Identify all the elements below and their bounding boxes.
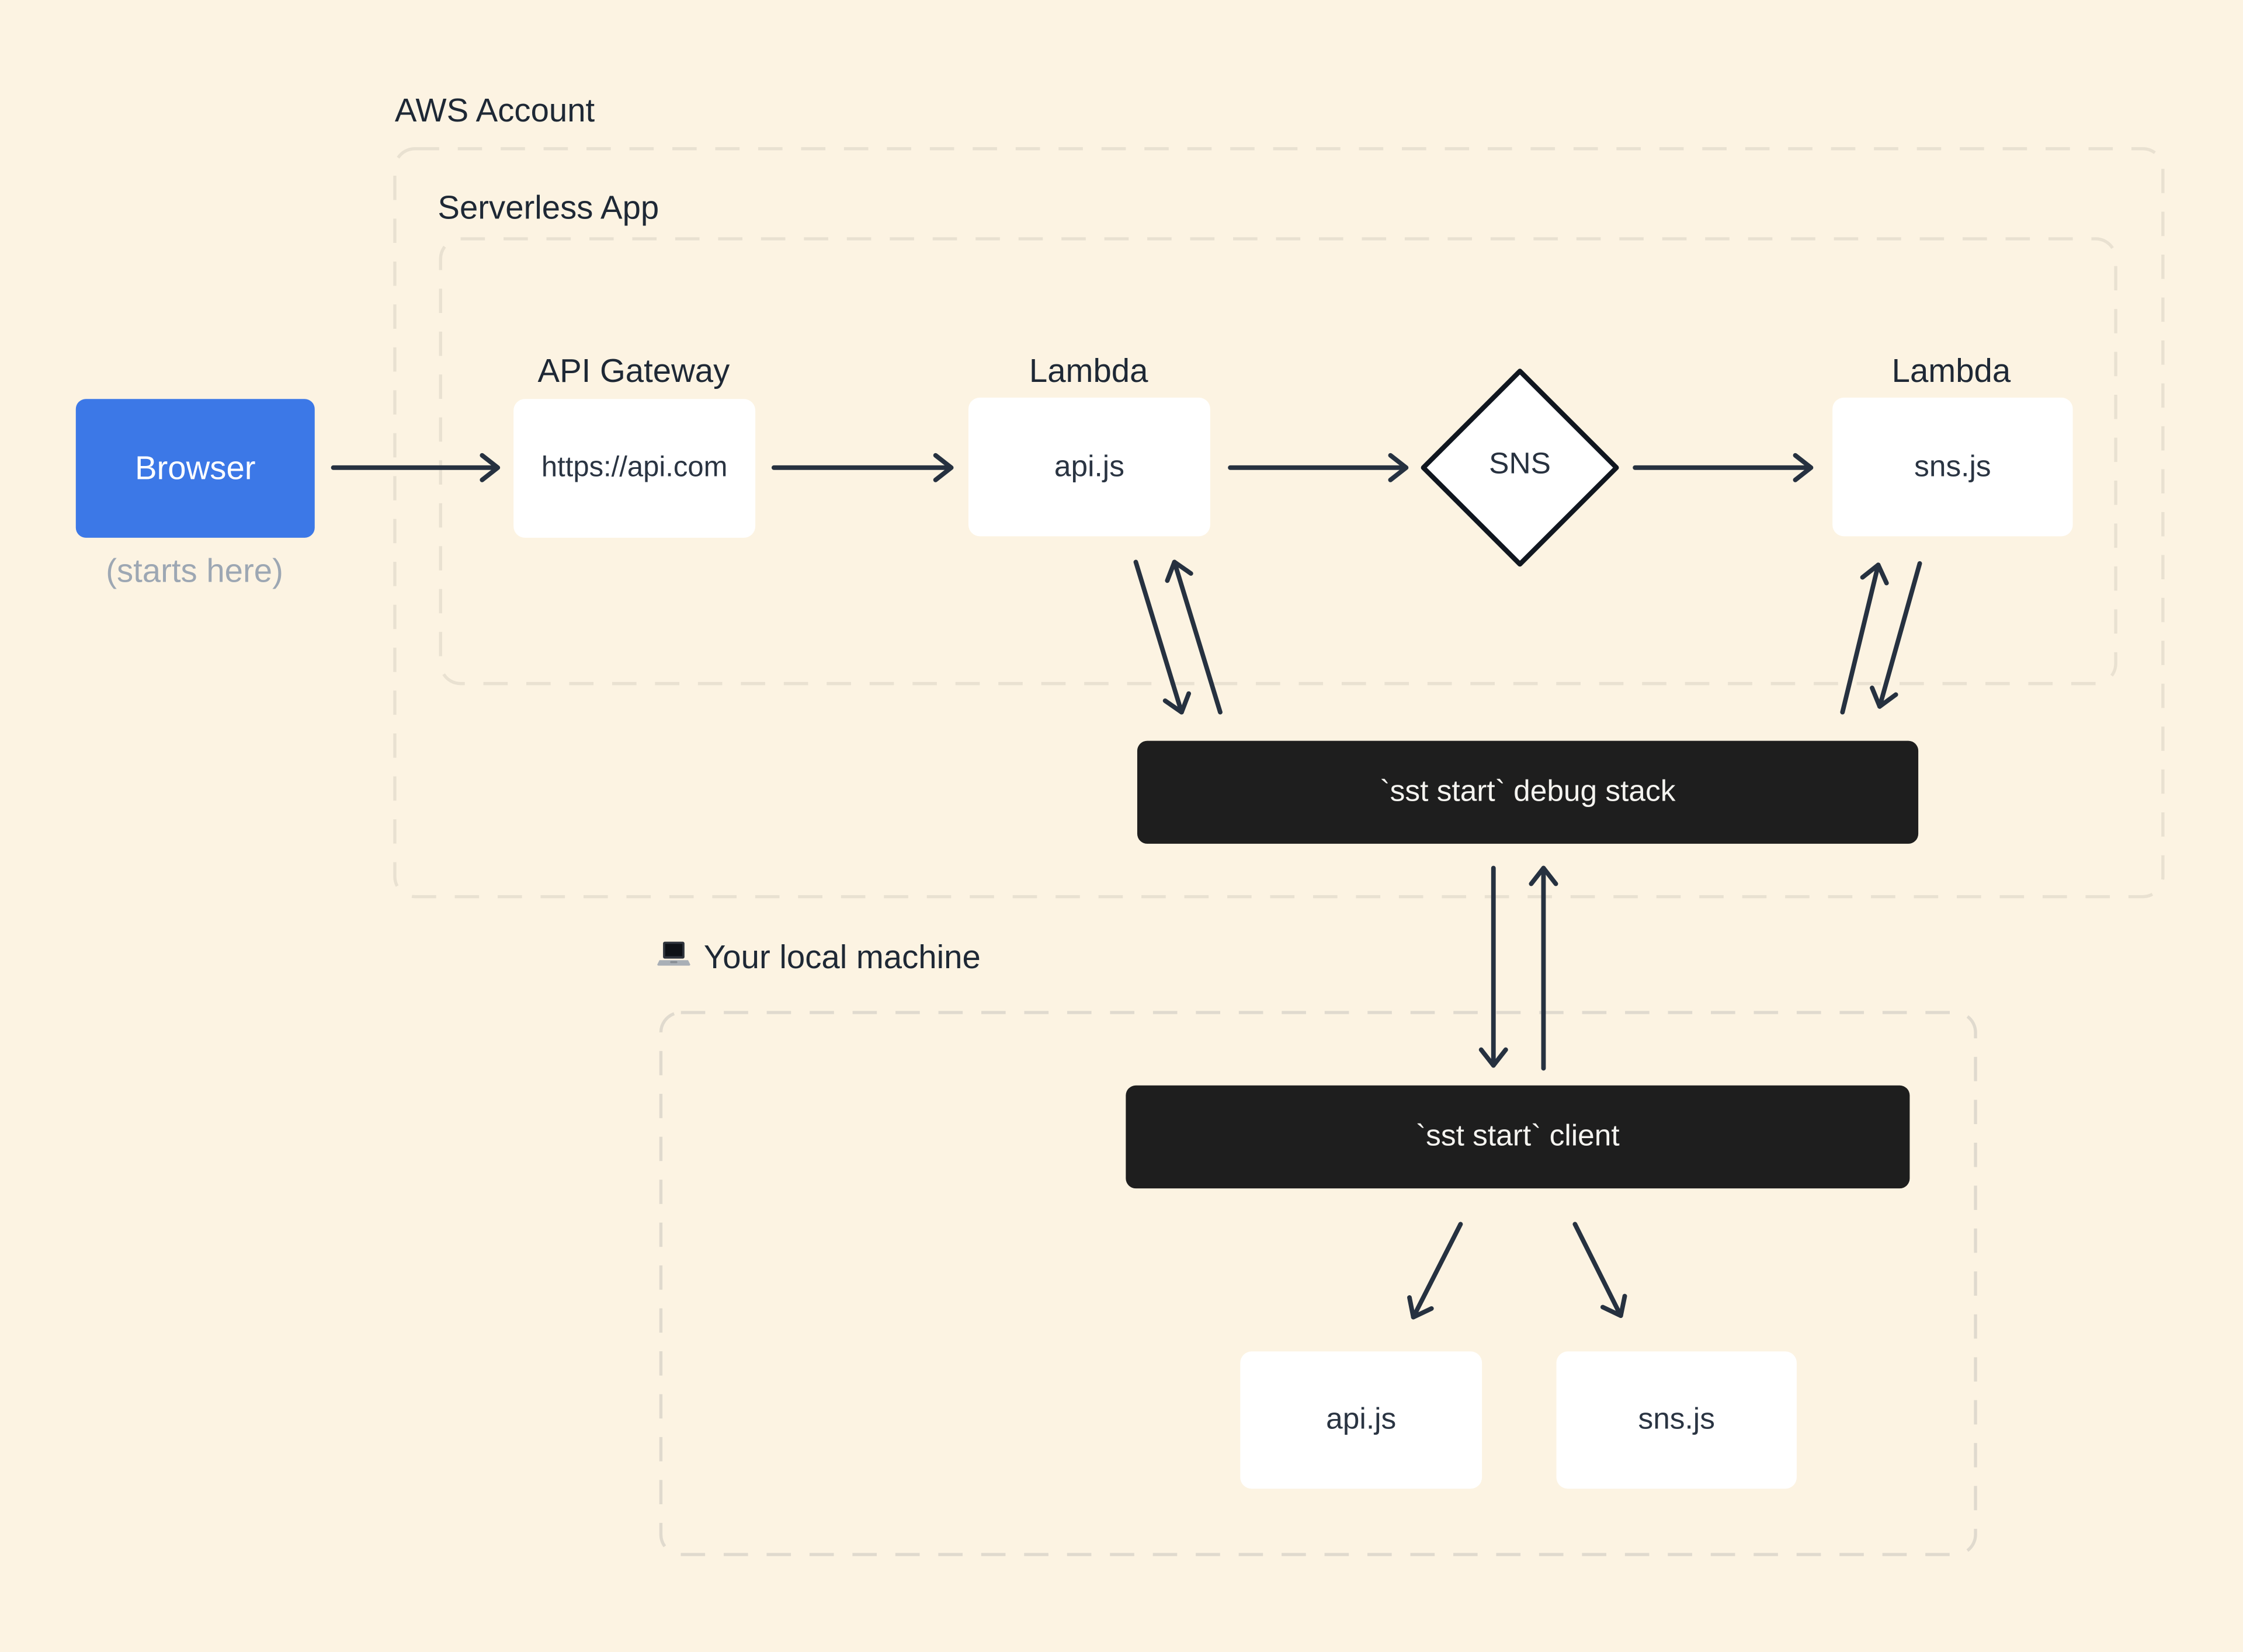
debug-stack-label: `sst start` debug stack	[1380, 775, 1676, 808]
arrow-client-to-local-apijs	[1407, 1222, 1463, 1320]
arrow-sns-to-snsjs	[1633, 453, 1814, 482]
serverless-app-border	[439, 237, 2117, 686]
lambda-sns-node: sns.js	[1832, 397, 2073, 537]
sst-client-label: `sst start` client	[1416, 1119, 1620, 1153]
local-machine-label: Your local machine	[703, 938, 981, 976]
debug-stack-node: `sst start` debug stack	[1137, 740, 1919, 844]
sns-diamond	[1421, 368, 1619, 567]
local-machine-heading: Your local machine	[657, 937, 981, 977]
browser-node: Browser	[75, 399, 315, 538]
lambda-sns-label: Lambda	[1891, 352, 2011, 389]
sst-client-node: `sst start` client	[1126, 1085, 1910, 1189]
arrow-client-to-debug-stack	[1529, 865, 1558, 1071]
lambda-api-label: Lambda	[1029, 352, 1148, 389]
aws-account-label: AWS Account	[394, 91, 595, 129]
arrow-debug-stack-to-snsjs	[1840, 562, 1889, 715]
arrow-client-to-local-snsjs	[1572, 1222, 1627, 1318]
arrow-apijs-to-debug-stack	[1133, 559, 1192, 715]
local-machine-border	[659, 1011, 1977, 1556]
local-sns-file: sns.js	[1638, 1403, 1715, 1436]
arrow-apijs-to-sns	[1228, 453, 1409, 482]
laptop-icon	[657, 941, 690, 966]
local-api-node: api.js	[1240, 1351, 1482, 1489]
local-sns-node: sns.js	[1556, 1351, 1797, 1489]
starts-here-note: (starts here)	[106, 552, 283, 589]
api-gateway-url: https://api.com	[541, 451, 728, 484]
arrow-apigw-to-apijs	[771, 453, 954, 482]
local-api-file: api.js	[1326, 1403, 1397, 1436]
lambda-api-file: api.js	[1054, 450, 1124, 483]
sns-node-label: SNS	[1489, 447, 1551, 481]
api-gateway-node: https://api.com	[513, 399, 756, 538]
serverless-app-label: Serverless App	[438, 189, 659, 226]
lambda-api-node: api.js	[968, 397, 1210, 537]
arrow-browser-to-apigw	[331, 453, 501, 482]
arrow-debug-stack-to-client	[1478, 865, 1508, 1068]
arrow-snsjs-to-debug-stack	[1870, 561, 1922, 709]
lambda-sns-file: sns.js	[1914, 450, 1991, 483]
api-gateway-label: API Gateway	[537, 352, 730, 389]
arrow-debug-stack-to-apijs	[1165, 559, 1223, 715]
browser-node-label: Browser	[134, 448, 256, 486]
aws-account-border	[393, 147, 2165, 899]
